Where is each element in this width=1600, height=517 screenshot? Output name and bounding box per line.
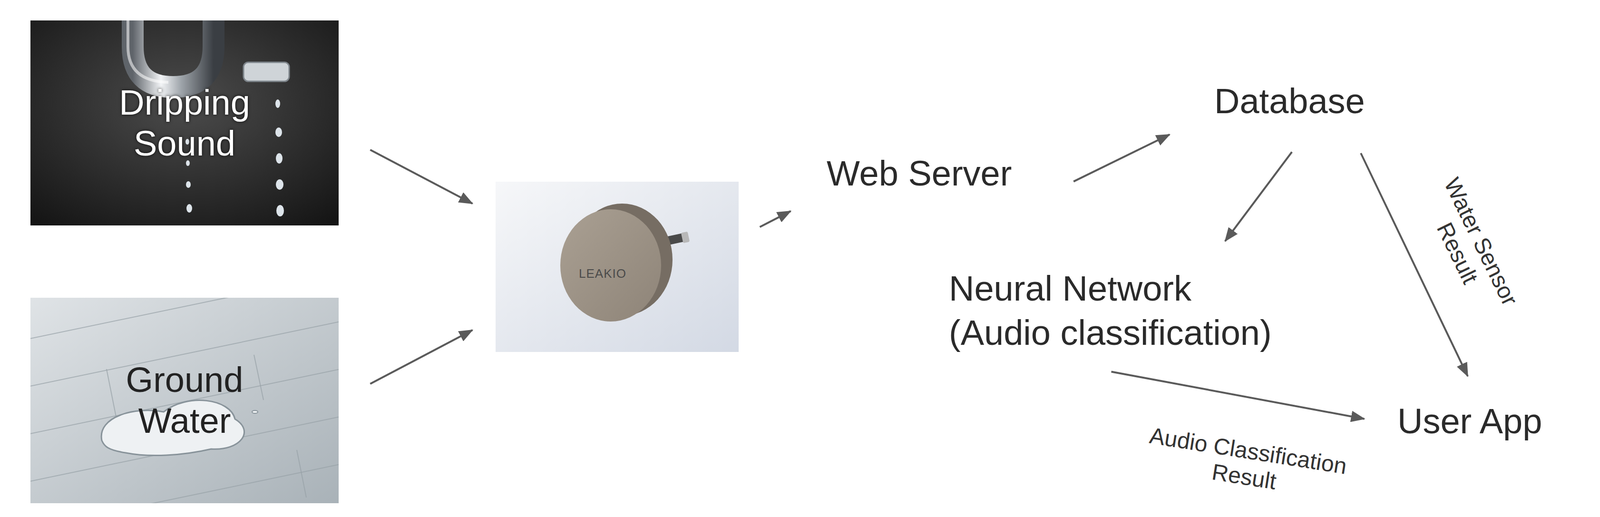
device-face — [560, 209, 662, 322]
floor-planks — [30, 297, 339, 504]
water-droplet — [252, 410, 258, 414]
process-node: User App — [1378, 380, 1561, 463]
cable-tip — [681, 231, 690, 244]
node-label: User App — [1397, 399, 1542, 444]
arrow-connector — [760, 211, 791, 227]
arrow-connector — [1073, 134, 1170, 182]
node-label: LEAKIO — [578, 266, 627, 282]
dripping-pipe-photo — [30, 20, 339, 226]
process-node: Neural Network (Audio classification) — [934, 252, 1297, 370]
process-node: Database — [1195, 60, 1385, 143]
arrow-connector — [1225, 152, 1292, 242]
device-node: LEAKIO — [495, 181, 739, 352]
photo-node: Ground Water — [30, 297, 339, 504]
arrow-connector — [1111, 371, 1365, 420]
edge-label: Water Sensor Result — [1407, 158, 1531, 336]
pipe-coupling — [243, 62, 290, 82]
process-node: Web Server — [807, 132, 1031, 215]
floor-water-photo — [30, 297, 339, 504]
arrow-connector — [370, 149, 473, 204]
pipe-highlight — [127, 20, 169, 83]
edge-label: Audio Classification Result — [1124, 419, 1368, 509]
node-label: Web Server — [826, 151, 1012, 196]
node-label: Ground Water — [84, 359, 285, 442]
photo-ground — [495, 181, 739, 352]
node-label: Database — [1214, 79, 1366, 124]
photo-ground — [30, 20, 339, 226]
pipe-joint — [213, 41, 244, 57]
node-label: Dripping Sound — [84, 82, 285, 165]
photo-node: Dripping Sound — [30, 20, 339, 226]
arrow-connector — [370, 330, 473, 384]
node-label: Neural Network (Audio classification) — [948, 266, 1282, 355]
